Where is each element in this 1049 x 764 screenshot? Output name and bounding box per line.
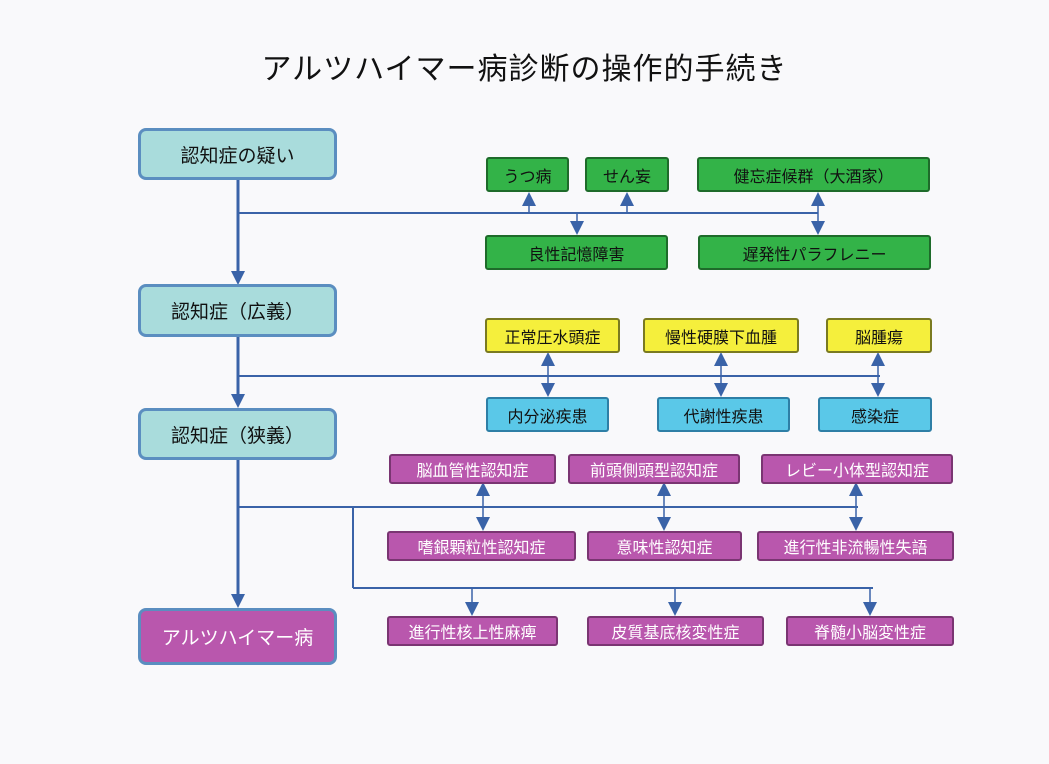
blue-infection: 感染症: [818, 397, 932, 432]
purple-psp: 進行性核上性麻痺: [387, 616, 558, 646]
purple-ftd: 前頭側頭型認知症: [568, 454, 740, 484]
yellow-nph: 正常圧水頭症: [485, 318, 620, 353]
green-benign-memory: 良性記憶障害: [485, 235, 668, 270]
purple-cbd: 皮質基底核変性症: [587, 616, 764, 646]
purple-semantic-dementia: 意味性認知症: [587, 531, 742, 561]
purple-pnfa: 進行性非流暢性失語: [757, 531, 954, 561]
yellow-subdural-hematoma: 慢性硬膜下血腫: [643, 318, 799, 353]
purple-scd: 脊髄小脳変性症: [786, 616, 954, 646]
purple-argyrophilic-grain: 嗜銀顆粒性認知症: [387, 531, 576, 561]
green-amnestic-syndrome: 健忘症候群（大酒家）: [697, 157, 930, 192]
purple-lewy-body: レビー小体型認知症: [761, 454, 953, 484]
purple-vascular-dementia: 脳血管性認知症: [389, 454, 556, 484]
blue-metabolic: 代謝性疾患: [657, 397, 790, 432]
blue-endocrine: 内分泌疾患: [486, 397, 609, 432]
step-suspected-dementia: 認知症の疑い: [138, 128, 337, 180]
green-late-paraphrenia: 遅発性パラフレニー: [698, 235, 931, 270]
step-dementia-broad: 認知症（広義）: [138, 284, 337, 337]
page-title: アルツハイマー病診断の操作的手続き: [261, 52, 788, 87]
green-delirium: せん妄: [585, 157, 669, 192]
yellow-brain-tumor: 脳腫瘍: [826, 318, 932, 353]
step-dementia-narrow: 認知症（狭義）: [138, 408, 337, 460]
step-alzheimers: アルツハイマー病: [138, 608, 337, 665]
green-depression: うつ病: [486, 157, 569, 192]
